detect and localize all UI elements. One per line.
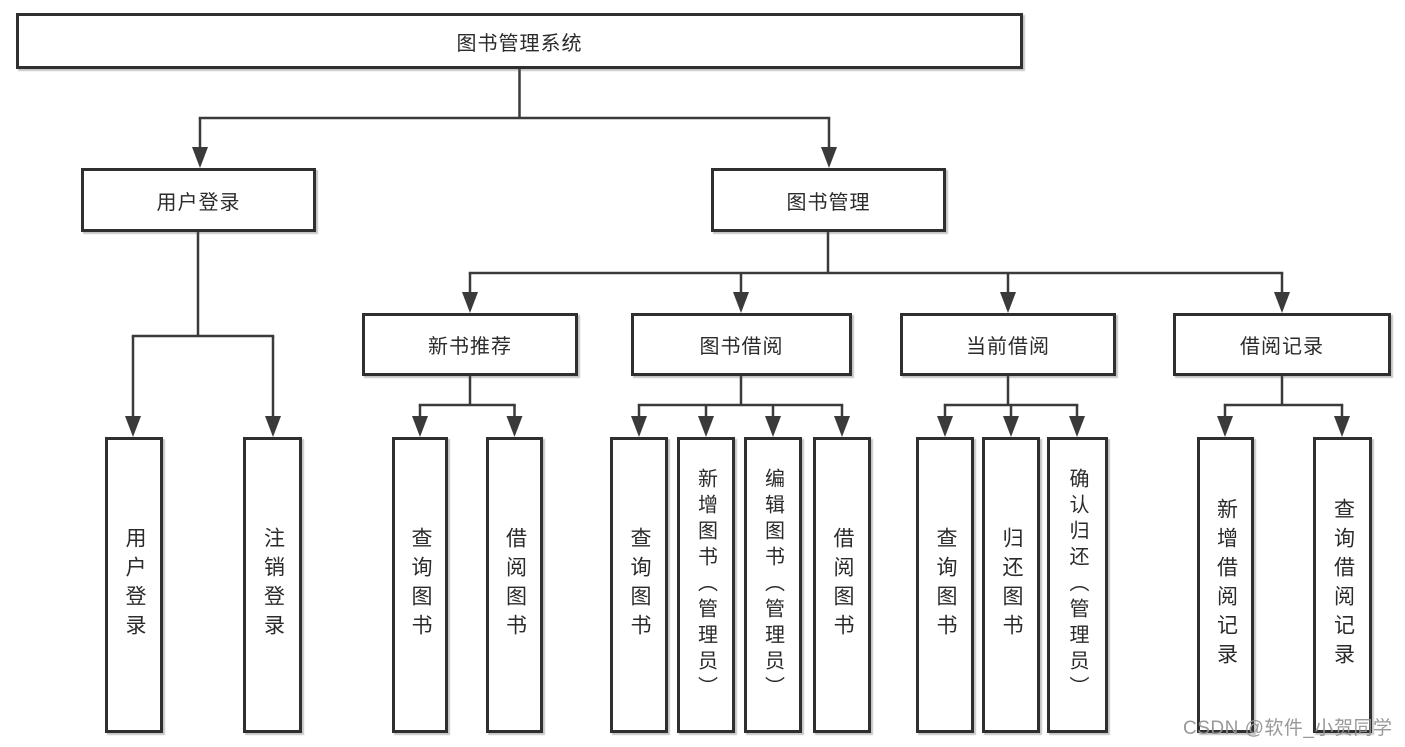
node-current-borrow-label: 当前借阅 xyxy=(966,336,1050,358)
node-current-borrow: 当前借阅 xyxy=(900,313,1116,376)
node-new-book-recommend: 新书推荐 xyxy=(362,313,578,376)
node-book-management-label: 图书管理 xyxy=(786,191,871,214)
node-book-management: 图书管理 xyxy=(711,168,946,232)
leaf-query-books-1: 查询图书 xyxy=(392,437,448,733)
node-borrow-records: 借阅记录 xyxy=(1173,313,1391,376)
leaf-query-books-1-label: 查询图书 xyxy=(409,527,432,643)
leaf-query-borrow-record-label: 查询借阅记录 xyxy=(1331,498,1355,672)
leaf-user-login: 用户登录 xyxy=(105,437,163,733)
leaf-query-books-2-label: 查询图书 xyxy=(628,527,651,643)
leaf-add-borrow-record: 新增借阅记录 xyxy=(1197,437,1254,733)
leaf-return-books-label: 归还图书 xyxy=(1000,527,1023,643)
leaf-confirm-return-admin: 确认归还（管理员） xyxy=(1047,437,1108,733)
node-user-login-label: 用户登录 xyxy=(156,191,241,214)
leaf-query-books-3-label: 查询图书 xyxy=(934,527,957,643)
leaf-edit-book-admin: 编辑图书（管理员） xyxy=(744,437,802,733)
node-root: 图书管理系统 xyxy=(16,13,1023,69)
arrowhead-icons xyxy=(125,147,1350,437)
leaf-return-books: 归还图书 xyxy=(982,437,1040,733)
leaf-add-borrow-record-label: 新增借阅记录 xyxy=(1214,498,1238,672)
csdn-watermark: CSDN @软件_小贺同学 xyxy=(1183,718,1393,739)
node-new-book-recommend-label: 新书推荐 xyxy=(428,336,512,358)
leaf-query-books-2: 查询图书 xyxy=(610,437,668,733)
leaf-borrow-books-1-label: 借阅图书 xyxy=(503,527,527,643)
node-book-borrow: 图书借阅 xyxy=(631,313,852,376)
leaf-borrow-books-1: 借阅图书 xyxy=(486,437,543,733)
leaf-logout-label: 注销登录 xyxy=(261,527,285,643)
leaf-edit-book-admin-label: 编辑图书（管理员） xyxy=(761,468,784,702)
leaf-query-books-3: 查询图书 xyxy=(916,437,974,733)
leaf-add-book-admin: 新增图书（管理员） xyxy=(677,437,735,733)
node-book-borrow-label: 图书借阅 xyxy=(699,336,784,358)
leaf-logout: 注销登录 xyxy=(243,437,302,733)
node-root-label: 图书管理系统 xyxy=(456,32,583,55)
leaf-query-borrow-record: 查询借阅记录 xyxy=(1313,437,1372,733)
leaf-add-book-admin-label: 新增图书（管理员） xyxy=(694,468,717,702)
leaf-borrow-books-2-label: 借阅图书 xyxy=(831,527,854,643)
leaf-confirm-return-admin-label: 确认归还（管理员） xyxy=(1066,468,1088,702)
node-borrow-records-label: 借阅记录 xyxy=(1240,336,1324,358)
node-user-login: 用户登录 xyxy=(81,168,316,232)
leaf-borrow-books-2: 借阅图书 xyxy=(813,437,871,733)
leaf-user-login-label: 用户登录 xyxy=(123,527,146,643)
